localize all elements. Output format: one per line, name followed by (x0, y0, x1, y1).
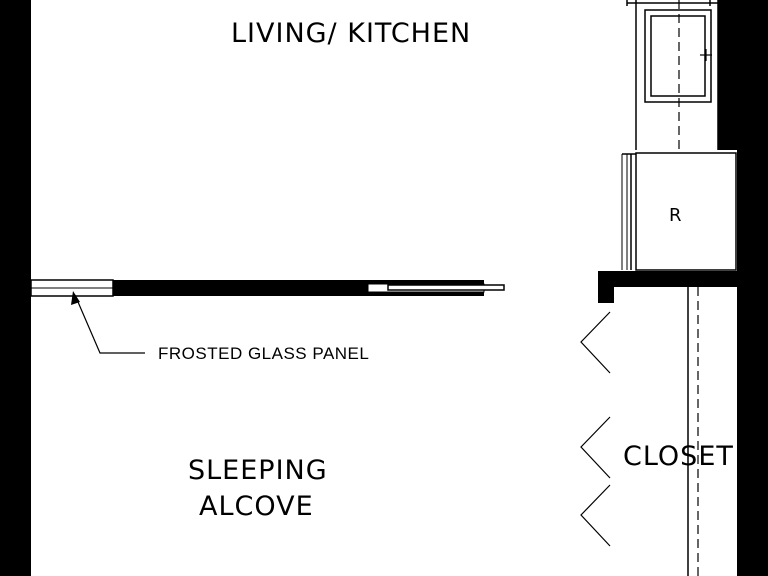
frosted-glass-note: FROSTED GLASS PANEL (158, 344, 369, 363)
sliding-panel (387, 284, 505, 291)
closet-wall (598, 271, 737, 576)
living-kitchen-label: LIVING/ KITCHEN (231, 18, 471, 49)
bifold-door-1 (580, 311, 611, 374)
alcove-label: ALCOVE (199, 491, 314, 522)
partition-wall (30, 279, 505, 297)
kitchen-column (626, 0, 719, 150)
closet-label: CLOSET (623, 441, 734, 472)
closet-doors (580, 311, 611, 547)
sleeping-label: SLEEPING (188, 455, 328, 486)
solid-wall-segment (113, 280, 368, 296)
bifold-door-3 (580, 484, 611, 547)
right-upper-wall (718, 0, 768, 150)
refrigerator: R (621, 152, 737, 271)
frosted-glass-leader (71, 291, 145, 354)
bifold-door-2 (580, 416, 611, 479)
refrigerator-label: R (669, 205, 682, 226)
sink-inner (650, 15, 706, 97)
sink-outer (644, 9, 712, 103)
left-wall (0, 0, 31, 576)
